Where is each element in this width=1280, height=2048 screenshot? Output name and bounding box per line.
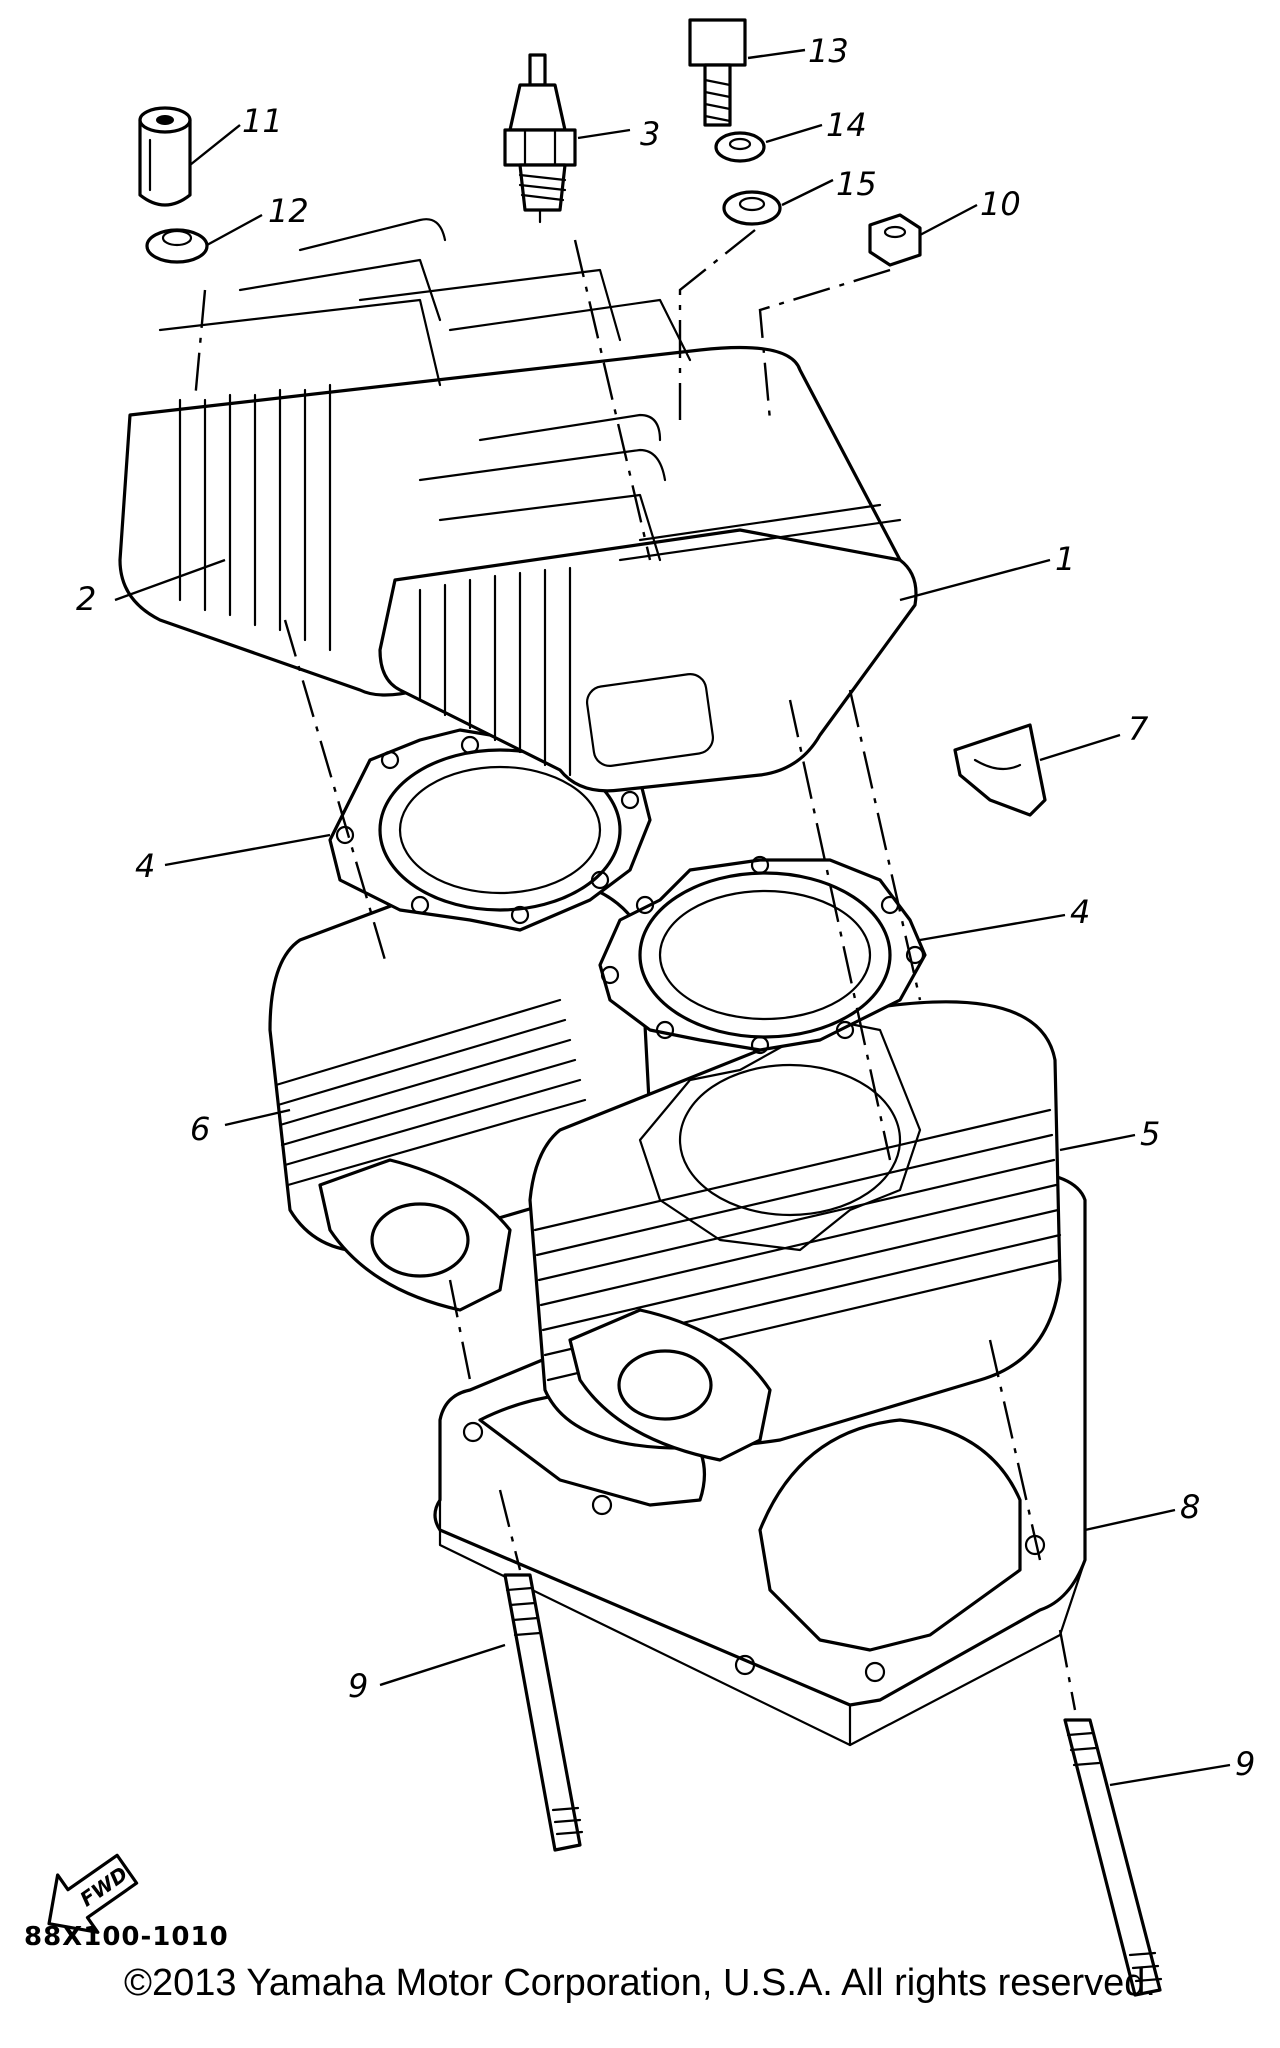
callout-10: 10 [980, 185, 1021, 223]
callout-7: 7 [1128, 710, 1149, 748]
washer-part-12 [145, 228, 209, 264]
callout-4-right: 4 [1070, 893, 1090, 931]
damper-part-7 [953, 723, 1047, 817]
callout-9-right: 9 [1235, 1745, 1255, 1783]
stud-bolt-part-9-right [1063, 1718, 1163, 1997]
alignment-lines [193, 229, 1077, 1711]
callout-4-left: 4 [135, 847, 155, 885]
callout-8: 8 [1180, 1488, 1200, 1526]
callout-5: 5 [1140, 1115, 1160, 1153]
callout-6: 6 [190, 1110, 210, 1148]
plain-washer-part-15 [722, 190, 782, 226]
stud-bolt-part-9-left [503, 1573, 584, 1852]
leader-lines [114, 48, 1231, 1787]
nut-part-10 [868, 213, 922, 267]
callout-1: 1 [1055, 540, 1075, 578]
spark-plug-part-3 [503, 53, 577, 224]
callout-11: 11 [242, 102, 283, 140]
copyright-notice: ©2013 Yamaha Motor Corporation, U.S.A. A… [124, 1962, 1156, 2004]
head-gasket-right [598, 855, 927, 1055]
drawing-code: 88X100-1010 [24, 1922, 229, 1952]
callout-13: 13 [808, 32, 849, 70]
cylinder-right [528, 1000, 1062, 1462]
callout-9-left: 9 [348, 1667, 368, 1705]
callout-15: 15 [836, 165, 877, 203]
cylinder-head-front [378, 413, 918, 793]
callout-14: 14 [826, 106, 867, 144]
bolt-part-13 [688, 18, 747, 127]
callout-3: 3 [640, 115, 660, 153]
callout-labels: 11 12 3 13 14 15 10 1 2 7 4 4 6 5 8 9 9 [76, 32, 1255, 1783]
callout-2: 2 [76, 580, 96, 618]
collar-part-11 [138, 106, 192, 207]
callout-12: 12 [268, 192, 309, 230]
lock-washer-part-14 [714, 131, 766, 163]
